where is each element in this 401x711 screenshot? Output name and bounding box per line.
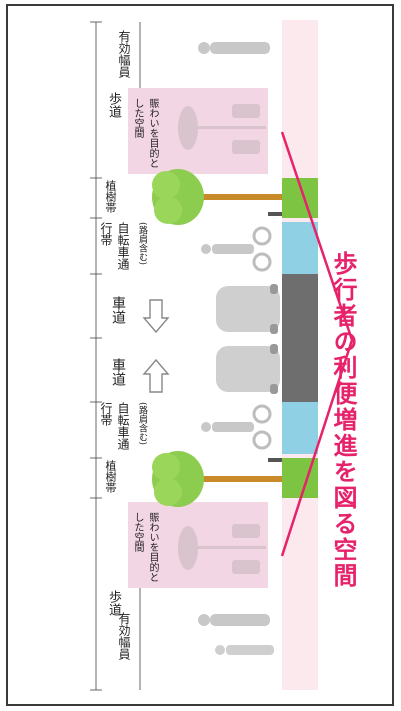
label-sidewalk-bottom: 歩道 (106, 590, 121, 616)
person-icon (201, 244, 254, 254)
car-icon (216, 344, 280, 394)
roadway-surface (282, 274, 318, 402)
curb (268, 458, 282, 462)
label-bike-lane-top: 自転車通行帯 (99, 222, 130, 270)
label-lively-space-top: 賑わいを目的とした空間 (132, 98, 158, 168)
arrow-icon (142, 358, 170, 393)
label-roadway-lower: 車道 (110, 358, 126, 386)
person-icon (201, 422, 254, 432)
person-icon (215, 645, 274, 655)
label-effective-width-top: 有効幅員 (117, 30, 131, 78)
person-icon (198, 614, 270, 626)
label-shoulder-note-top: (路肩含む) (137, 222, 147, 266)
bicycle-icon (252, 226, 272, 272)
bike-lane-top (282, 222, 318, 274)
bike-lane-bottom (282, 402, 318, 454)
tree-icon (152, 451, 282, 507)
arrow-icon (142, 299, 170, 334)
label-planting-bottom: 植樹帯 (104, 460, 117, 493)
lively-space-zone-top (128, 88, 268, 174)
emphasis-chevron (280, 131, 354, 557)
curb (268, 212, 282, 216)
label-bike-lane-bottom: 自転車通行帯 (99, 402, 130, 450)
dimension-ticks (90, 21, 102, 691)
label-effective-width-bottom: 有効幅員 (117, 612, 131, 660)
label-lively-space-bottom: 賑わいを目的とした空間 (132, 512, 158, 582)
label-planting-top: 植樹帯 (104, 180, 117, 213)
bicycle-icon (252, 404, 272, 450)
label-shoulder-note-bottom: (路肩含む) (137, 402, 147, 446)
headline-pedestrian-space: 歩行者の利便増進を図る空間 (329, 251, 357, 589)
parasol-table-icon (178, 524, 266, 574)
car-icon (216, 284, 280, 334)
label-sidewalk-top: 歩道 (106, 92, 121, 118)
parasol-table-icon (178, 104, 266, 154)
tree-icon (152, 169, 282, 225)
person-icon (198, 42, 270, 54)
label-roadway-upper: 車道 (110, 296, 126, 324)
